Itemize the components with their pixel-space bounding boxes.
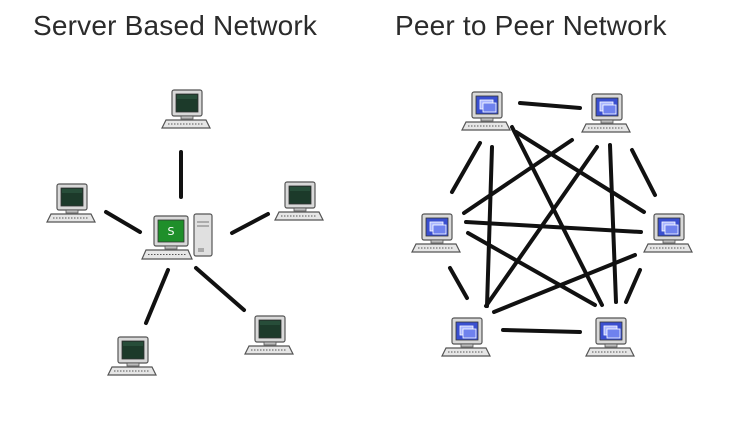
p2p-network-title: Peer to Peer Network [395,10,667,41]
p2p-link [462,138,574,215]
p2p-link [492,253,637,314]
server-computer-icon: S [141,213,213,260]
client-computer-icon [46,183,96,223]
peer-computer-icon [461,91,511,131]
peer-computer-icon [411,213,461,253]
p2p-link [448,266,469,300]
peer-computer-icon [643,213,693,253]
link-server-right [230,212,270,235]
p2p-link [464,220,643,234]
p2p-link [608,143,618,304]
p2p-links [448,101,657,334]
server-links [104,150,270,325]
peer-computer-icon [581,93,631,133]
client-computer-icon [274,181,324,221]
client-computer-icon [244,315,294,355]
peer-computer-icon [441,317,491,357]
p2p-link [510,125,604,307]
p2p-link [630,148,657,197]
p2p-link [501,328,582,334]
client-computer-icon [161,89,211,129]
peer-computer-icon [585,317,635,357]
server-label: S [168,225,175,238]
p2p-link [466,231,597,307]
client-computer-icon [107,336,157,376]
link-server-bottom-left [144,268,170,325]
p2p-link [485,145,494,308]
p2p-link [518,101,582,110]
link-server-bottom-right [194,266,246,312]
server-network-title: Server Based Network [33,10,318,41]
link-server-left [104,210,142,234]
p2p-link [624,268,642,304]
p2p-link [450,141,482,194]
